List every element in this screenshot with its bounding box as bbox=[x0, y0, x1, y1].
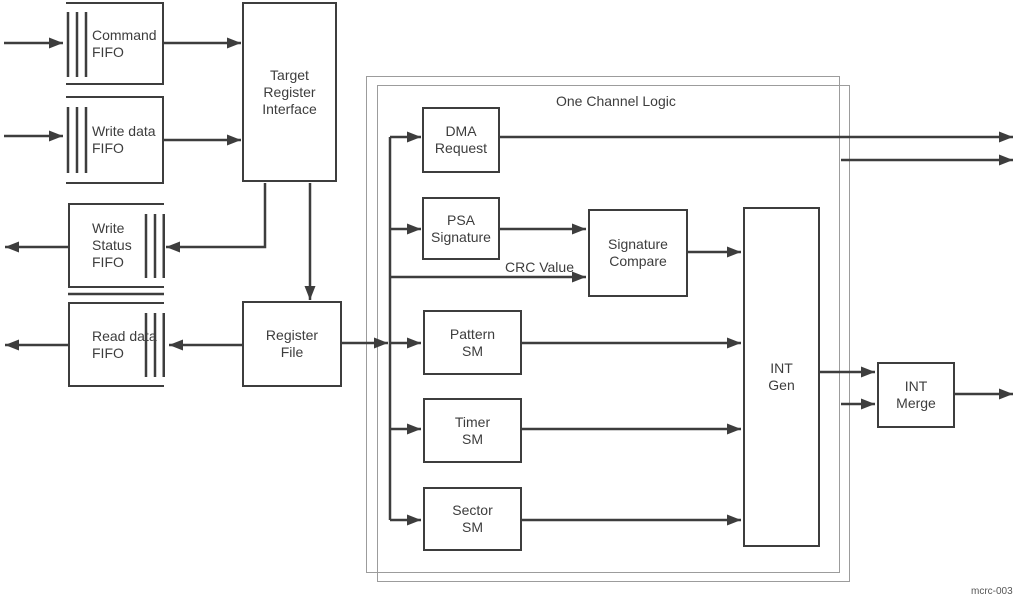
dma-request-box: DMA Request bbox=[422, 107, 500, 173]
channel-container-title: One Channel Logic bbox=[556, 93, 676, 109]
signature-compare-label: Signature Compare bbox=[608, 236, 668, 269]
crc-value-label: CRC Value bbox=[505, 259, 574, 275]
target-register-interface-box: Target Register Interface bbox=[242, 2, 337, 182]
int-merge-label: INT Merge bbox=[896, 378, 936, 411]
target-register-interface-label: Target Register Interface bbox=[262, 66, 317, 117]
read-data-fifo-label: Read data FIFO bbox=[92, 327, 157, 361]
write-status-fifo-box: Write Status FIFO bbox=[68, 203, 164, 288]
host-interface-wires bbox=[4, 37, 68, 351]
timer-sm-label: Timer SM bbox=[454, 413, 491, 447]
channel-container-front bbox=[366, 76, 840, 573]
timer-sm-box: Timer SM bbox=[423, 398, 522, 463]
write-data-fifo-label: Write data FIFO bbox=[92, 123, 156, 156]
dma-request-label: DMA Request bbox=[434, 123, 488, 156]
int-gen-label: INT Gen bbox=[768, 360, 795, 393]
sector-sm-label: Sector SM bbox=[452, 502, 493, 535]
psa-signature-box: PSA Signature bbox=[422, 197, 500, 260]
tri-to-write-status-fifo-arrow bbox=[166, 183, 267, 253]
int-gen-box: INT Gen bbox=[743, 207, 820, 547]
psa-signature-label: PSA Signature bbox=[431, 211, 491, 245]
register-file-box: Register File bbox=[242, 301, 342, 387]
sector-sm-box: Sector SM bbox=[423, 487, 522, 551]
signature-compare-box: Signature Compare bbox=[588, 209, 688, 297]
command-fifo-box: Command FIFO bbox=[66, 2, 164, 85]
channel-container-back bbox=[377, 85, 850, 582]
int-merge-box: INT Merge bbox=[877, 362, 955, 428]
figure-id-label: mcrc-003 bbox=[971, 586, 1013, 597]
write-status-fifo-label: Write Status FIFO bbox=[92, 220, 132, 270]
write-data-fifo-box: Write data FIFO bbox=[66, 96, 164, 184]
pattern-sm-label: Pattern SM bbox=[449, 325, 496, 359]
command-fifo-label: Command FIFO bbox=[92, 26, 157, 60]
read-data-fifo-box: Read data FIFO bbox=[68, 302, 164, 387]
register-file-label: Register File bbox=[265, 327, 319, 360]
pattern-sm-box: Pattern SM bbox=[423, 310, 522, 375]
